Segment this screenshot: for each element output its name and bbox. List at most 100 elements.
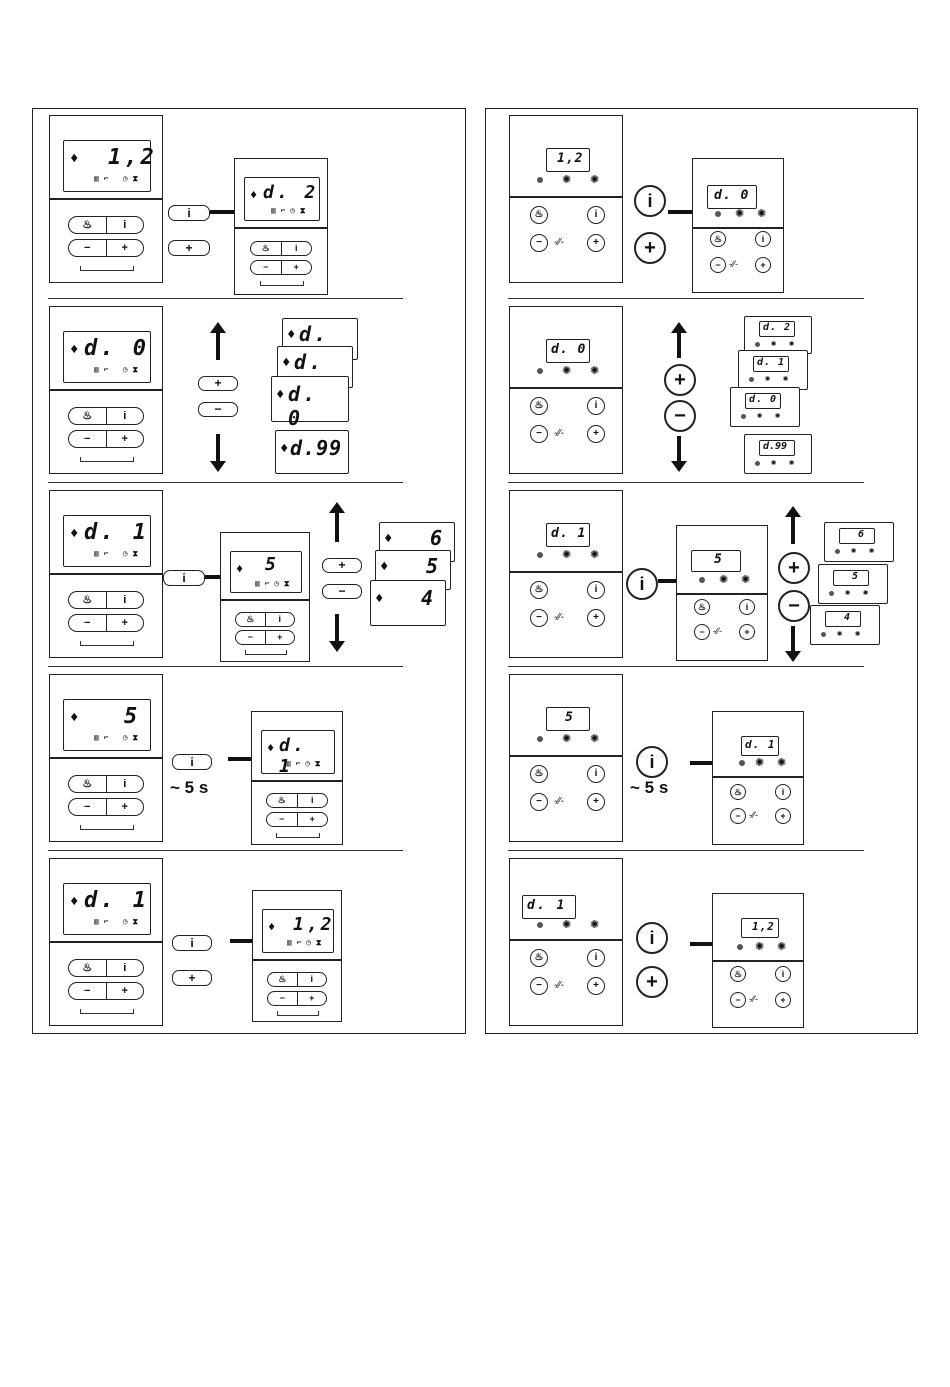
info-button[interactable]: i bbox=[587, 397, 605, 415]
heat-button[interactable]: ♨ bbox=[277, 795, 286, 805]
heat-button[interactable]: ♨ bbox=[530, 765, 548, 783]
info-button[interactable]: i bbox=[775, 784, 791, 800]
plus-circle-button[interactable]: + bbox=[664, 364, 696, 396]
info-button[interactable]: i bbox=[587, 949, 605, 967]
plus-button[interactable]: + bbox=[755, 257, 771, 273]
heat-button[interactable]: ♨ bbox=[82, 410, 93, 422]
info-button[interactable]: i bbox=[587, 765, 605, 783]
plus-button[interactable]: + bbox=[296, 992, 327, 1005]
heat-button[interactable]: ♨ bbox=[530, 581, 548, 599]
heat-button[interactable]: ♨ bbox=[530, 206, 548, 224]
plus-key[interactable]: + bbox=[172, 970, 212, 986]
minus-circle-button[interactable]: − bbox=[664, 400, 696, 432]
minus-button[interactable]: − bbox=[694, 624, 710, 640]
minus-button[interactable]: − bbox=[530, 425, 548, 443]
minus-button[interactable]: − bbox=[710, 257, 726, 273]
info-button[interactable]: i bbox=[296, 973, 327, 986]
plus-button[interactable]: + bbox=[105, 983, 144, 999]
info-button[interactable]: i bbox=[105, 592, 144, 608]
info-button[interactable]: i bbox=[105, 960, 144, 976]
info-button[interactable]: i bbox=[296, 794, 328, 807]
plus-button[interactable]: + bbox=[296, 813, 328, 826]
control-panel: ♦ d. 1 ▥ ⌐ ◷ ⧗ ♨ i − + bbox=[251, 711, 343, 845]
plus-button[interactable]: + bbox=[587, 234, 605, 252]
heat-button[interactable]: ♨ bbox=[82, 962, 93, 974]
stack-display: d. 2 ✺ ✺ bbox=[744, 316, 812, 354]
plus-button[interactable]: + bbox=[105, 431, 144, 447]
info-button[interactable]: i bbox=[739, 599, 755, 615]
plus-key[interactable]: + bbox=[168, 240, 210, 256]
plus-button[interactable]: + bbox=[739, 624, 755, 640]
plus-button[interactable]: + bbox=[105, 240, 144, 256]
info-button[interactable]: i bbox=[105, 776, 144, 792]
minus-button[interactable]: − bbox=[84, 617, 91, 629]
minus-button[interactable]: − bbox=[730, 992, 746, 1008]
info-button[interactable]: i bbox=[105, 217, 144, 233]
plus-button[interactable]: + bbox=[587, 425, 605, 443]
info-button[interactable]: i bbox=[280, 242, 312, 255]
heat-button[interactable]: ♨ bbox=[730, 966, 746, 982]
minus-button[interactable]: − bbox=[530, 977, 548, 995]
minus-button[interactable]: − bbox=[247, 632, 253, 642]
minus-button[interactable]: − bbox=[530, 234, 548, 252]
button-pair-top: ♨ i bbox=[68, 959, 144, 977]
info-key[interactable]: i bbox=[168, 205, 210, 221]
plus-button[interactable]: + bbox=[280, 261, 312, 274]
info-button[interactable]: i bbox=[105, 408, 144, 424]
minus-button[interactable]: − bbox=[84, 433, 91, 445]
minus-circle-button[interactable]: − bbox=[778, 590, 810, 622]
minus-button[interactable]: − bbox=[263, 262, 269, 272]
minus-button[interactable]: − bbox=[530, 793, 548, 811]
minus-key[interactable]: − bbox=[198, 402, 238, 417]
info-button[interactable]: i bbox=[755, 231, 771, 247]
water-icon: ✺ bbox=[590, 174, 600, 186]
heat-button[interactable]: ♨ bbox=[530, 949, 548, 967]
info-circle-button[interactable]: i bbox=[636, 746, 668, 778]
heat-button[interactable]: ♨ bbox=[730, 784, 746, 800]
plus-button[interactable]: + bbox=[587, 793, 605, 811]
info-circle-button[interactable]: i bbox=[626, 568, 658, 600]
heat-button[interactable]: ♨ bbox=[246, 614, 255, 624]
plus-button[interactable]: + bbox=[775, 992, 791, 1008]
control-panel: ♦ 5 ▥ ⌐ ◷ ⧗ ♨ i − + bbox=[49, 674, 163, 842]
info-button[interactable]: i bbox=[587, 206, 605, 224]
minus-button[interactable]: − bbox=[279, 993, 285, 1003]
heat-button[interactable]: ♨ bbox=[82, 778, 93, 790]
info-button[interactable]: i bbox=[775, 966, 791, 982]
plus-button[interactable]: + bbox=[105, 799, 144, 815]
info-circle-button[interactable]: i bbox=[636, 922, 668, 954]
lcd-display: ♦ d. 0 ▥ ⌐ ◷ ⧗ bbox=[63, 331, 151, 383]
plus-button[interactable]: + bbox=[105, 615, 144, 631]
plus-circle-button[interactable]: + bbox=[778, 552, 810, 584]
minus-button[interactable]: − bbox=[279, 814, 285, 824]
plus-circle-button[interactable]: + bbox=[636, 966, 668, 998]
info-circle-button[interactable]: i bbox=[634, 185, 666, 217]
plus-circle-button[interactable]: + bbox=[634, 232, 666, 264]
info-button[interactable]: i bbox=[587, 581, 605, 599]
heat-button[interactable]: ♨ bbox=[82, 219, 93, 231]
minus-button[interactable]: − bbox=[84, 801, 91, 813]
plus-button[interactable]: + bbox=[587, 977, 605, 995]
reset-bracket bbox=[277, 1011, 319, 1016]
plus-key[interactable]: + bbox=[322, 558, 362, 573]
heat-button[interactable]: ♨ bbox=[710, 231, 726, 247]
info-key[interactable]: i bbox=[172, 935, 212, 951]
info-button[interactable]: i bbox=[264, 613, 295, 626]
mini-lcd: d. 2 bbox=[759, 321, 795, 337]
heat-button[interactable]: ♨ bbox=[694, 599, 710, 615]
minus-button[interactable]: − bbox=[730, 808, 746, 824]
minus-button[interactable]: − bbox=[84, 242, 91, 254]
heat-button[interactable]: ♨ bbox=[278, 974, 287, 984]
heat-button[interactable]: ♨ bbox=[82, 594, 93, 606]
heat-button[interactable]: ♨ bbox=[530, 397, 548, 415]
plus-key[interactable]: + bbox=[198, 376, 238, 391]
heat-button[interactable]: ♨ bbox=[261, 243, 270, 253]
info-key[interactable]: i bbox=[163, 570, 205, 586]
info-key[interactable]: i bbox=[172, 754, 212, 770]
plus-button[interactable]: + bbox=[775, 808, 791, 824]
plus-button[interactable]: + bbox=[264, 631, 295, 644]
plus-button[interactable]: + bbox=[587, 609, 605, 627]
minus-button[interactable]: − bbox=[84, 985, 91, 997]
minus-key[interactable]: − bbox=[322, 584, 362, 599]
minus-button[interactable]: − bbox=[530, 609, 548, 627]
